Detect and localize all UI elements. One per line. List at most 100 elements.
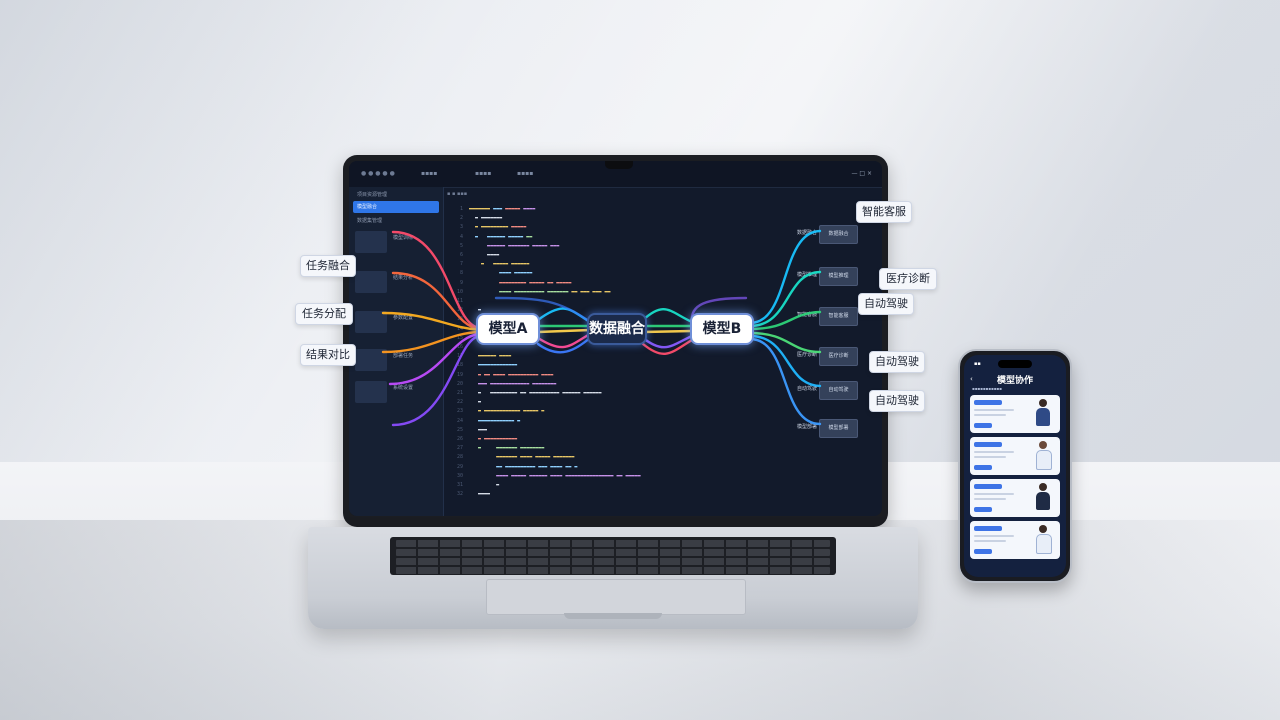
menu-item[interactable]: ▪▪▪▪: [421, 170, 438, 177]
card-tag: [974, 442, 1002, 447]
connection-line: [748, 310, 822, 331]
connection-line: [536, 336, 592, 354]
node-data-fusion[interactable]: 数据融合: [587, 313, 647, 345]
mindmap-chip-right[interactable]: 智能客服: [856, 201, 912, 223]
connection-line: [748, 334, 822, 388]
phone-title: 模型协作: [996, 376, 1033, 386]
connection-line: [641, 338, 694, 356]
sidebar-thumb-label: 系统设置: [393, 385, 414, 391]
sidebar-item[interactable]: 项目资源管理: [357, 192, 388, 198]
camera-notch: [605, 161, 633, 169]
node-model-a[interactable]: 模型A: [476, 313, 540, 345]
node-model-b[interactable]: 模型B: [690, 313, 754, 345]
connection-line: [641, 334, 694, 349]
card-line: [974, 414, 1006, 416]
back-arrow-icon[interactable]: ‹: [970, 375, 973, 383]
key-row: [396, 558, 830, 565]
mindmap-chip-left[interactable]: 结果对比: [300, 344, 356, 366]
smartphone: ▪▪ ‹ 模型协作 ▪▪▪▪▪▪▪▪▪▪▪: [958, 349, 1072, 583]
card-line: [974, 535, 1014, 537]
card-line: [974, 456, 1006, 458]
right-panel-box[interactable]: 智能客服: [819, 307, 858, 326]
card-button[interactable]: [974, 507, 992, 512]
editor-tabs[interactable]: ▪ ▪ ▪▪▪: [447, 191, 468, 197]
card-button[interactable]: [974, 549, 992, 554]
sidebar-thumbnail[interactable]: [355, 231, 387, 253]
code-editor[interactable]: ▪ ▪ ▪▪▪ 1▬▬▬▬▬▬▬ ▬▬▬ ▬▬▬▬▬ ▬▬▬▬ 2 ▬ ▬▬▬▬…: [447, 191, 877, 513]
app-title: ● ● ● ● ●: [361, 170, 395, 177]
right-panel-box[interactable]: 自动驾驶: [819, 381, 858, 400]
card-button[interactable]: [974, 423, 992, 428]
card-tag: [974, 400, 1002, 405]
right-panel-box[interactable]: 模型推理: [819, 267, 858, 286]
sidebar-thumbnail[interactable]: [355, 349, 387, 371]
menu-item[interactable]: ▪▪▪▪: [475, 170, 492, 177]
laptop-base: [308, 527, 918, 629]
mindmap-chip-left[interactable]: 任务分配: [295, 303, 353, 325]
phone-card[interactable]: [970, 437, 1060, 475]
connection-line: [641, 329, 694, 334]
connection-line: [641, 308, 694, 324]
key-row: [396, 567, 830, 574]
phone-card[interactable]: [970, 395, 1060, 433]
connection-line: [388, 332, 482, 386]
person-illustration-icon: [1032, 441, 1054, 471]
connection-line: [381, 330, 482, 354]
sidebar-item-active[interactable]: 模型融合: [353, 201, 439, 213]
connection-line: [536, 332, 592, 349]
connection-line: [748, 331, 822, 354]
keyboard: [390, 537, 836, 575]
laptop-lip: [564, 613, 662, 619]
phone-screen: ▪▪ ‹ 模型协作 ▪▪▪▪▪▪▪▪▪▪▪: [964, 355, 1066, 577]
sidebar-thumbnail[interactable]: [355, 271, 387, 293]
sidebar-thumbnail[interactable]: [355, 381, 387, 403]
card-tag: [974, 484, 1002, 489]
card-line: [974, 409, 1014, 411]
mindmap-chip-right[interactable]: 自动驾驶: [869, 390, 925, 412]
sidebar-item[interactable]: 数据集管理: [357, 218, 383, 224]
right-panel-box[interactable]: 数据融合: [819, 225, 858, 244]
right-panel-label: 数据融合: [797, 230, 818, 236]
sidebar-thumb-label: 结果分析: [393, 275, 414, 281]
right-panel-label: 智能客服: [797, 312, 818, 318]
card-line: [974, 540, 1006, 542]
right-panel-label: 自动驾驶: [797, 386, 818, 392]
person-illustration-icon: [1032, 483, 1054, 513]
key-row: [396, 540, 830, 547]
code-lines: 1▬▬▬▬▬▬▬ ▬▬▬ ▬▬▬▬▬ ▬▬▬▬ 2 ▬ ▬▬▬▬▬▬▬ 3 ▬ …: [456, 206, 641, 498]
right-panel-box[interactable]: 模型部署: [819, 419, 858, 438]
card-line: [974, 498, 1006, 500]
card-line: [974, 451, 1014, 453]
connection-line: [536, 328, 592, 334]
sidebar-thumb-label: 模型训练: [393, 235, 414, 241]
right-panel-label: 医疗诊断: [797, 352, 818, 358]
connection-line: [494, 296, 592, 324]
mindmap-chip-right[interactable]: 自动驾驶: [858, 293, 914, 315]
window-controls[interactable]: — □ ×: [851, 170, 872, 177]
mindmap-chip-left[interactable]: 任务融合: [300, 255, 356, 277]
right-panel-box[interactable]: 医疗诊断: [819, 347, 858, 366]
connection-line: [748, 337, 822, 426]
card-button[interactable]: [974, 465, 992, 470]
phone-subtitle: ▪▪▪▪▪▪▪▪▪▪▪: [972, 386, 1002, 391]
phone-clock: ▪▪: [974, 361, 981, 367]
key-row: [396, 549, 830, 556]
connection-line: [391, 271, 482, 331]
connection-line: [391, 334, 482, 427]
sidebar-thumbnail[interactable]: [355, 311, 387, 333]
sidebar-thumb-label: 部署任务: [393, 353, 414, 359]
phone-card[interactable]: [970, 521, 1060, 559]
dynamic-island: [998, 360, 1032, 368]
connection-line: [391, 230, 482, 330]
card-line: [974, 493, 1014, 495]
mindmap-chip-right[interactable]: 自动驾驶: [869, 351, 925, 373]
mindmap-chip-right[interactable]: 医疗诊断: [879, 268, 937, 290]
right-panel-label: 模型部署: [797, 424, 818, 430]
menu-item[interactable]: ▪▪▪▪: [517, 170, 534, 177]
person-illustration-icon: [1032, 399, 1054, 429]
connection-line: [748, 270, 822, 328]
phone-card[interactable]: [970, 479, 1060, 517]
connection-line: [381, 311, 482, 332]
sidebar-thumb-label: 参数配置: [393, 315, 414, 321]
